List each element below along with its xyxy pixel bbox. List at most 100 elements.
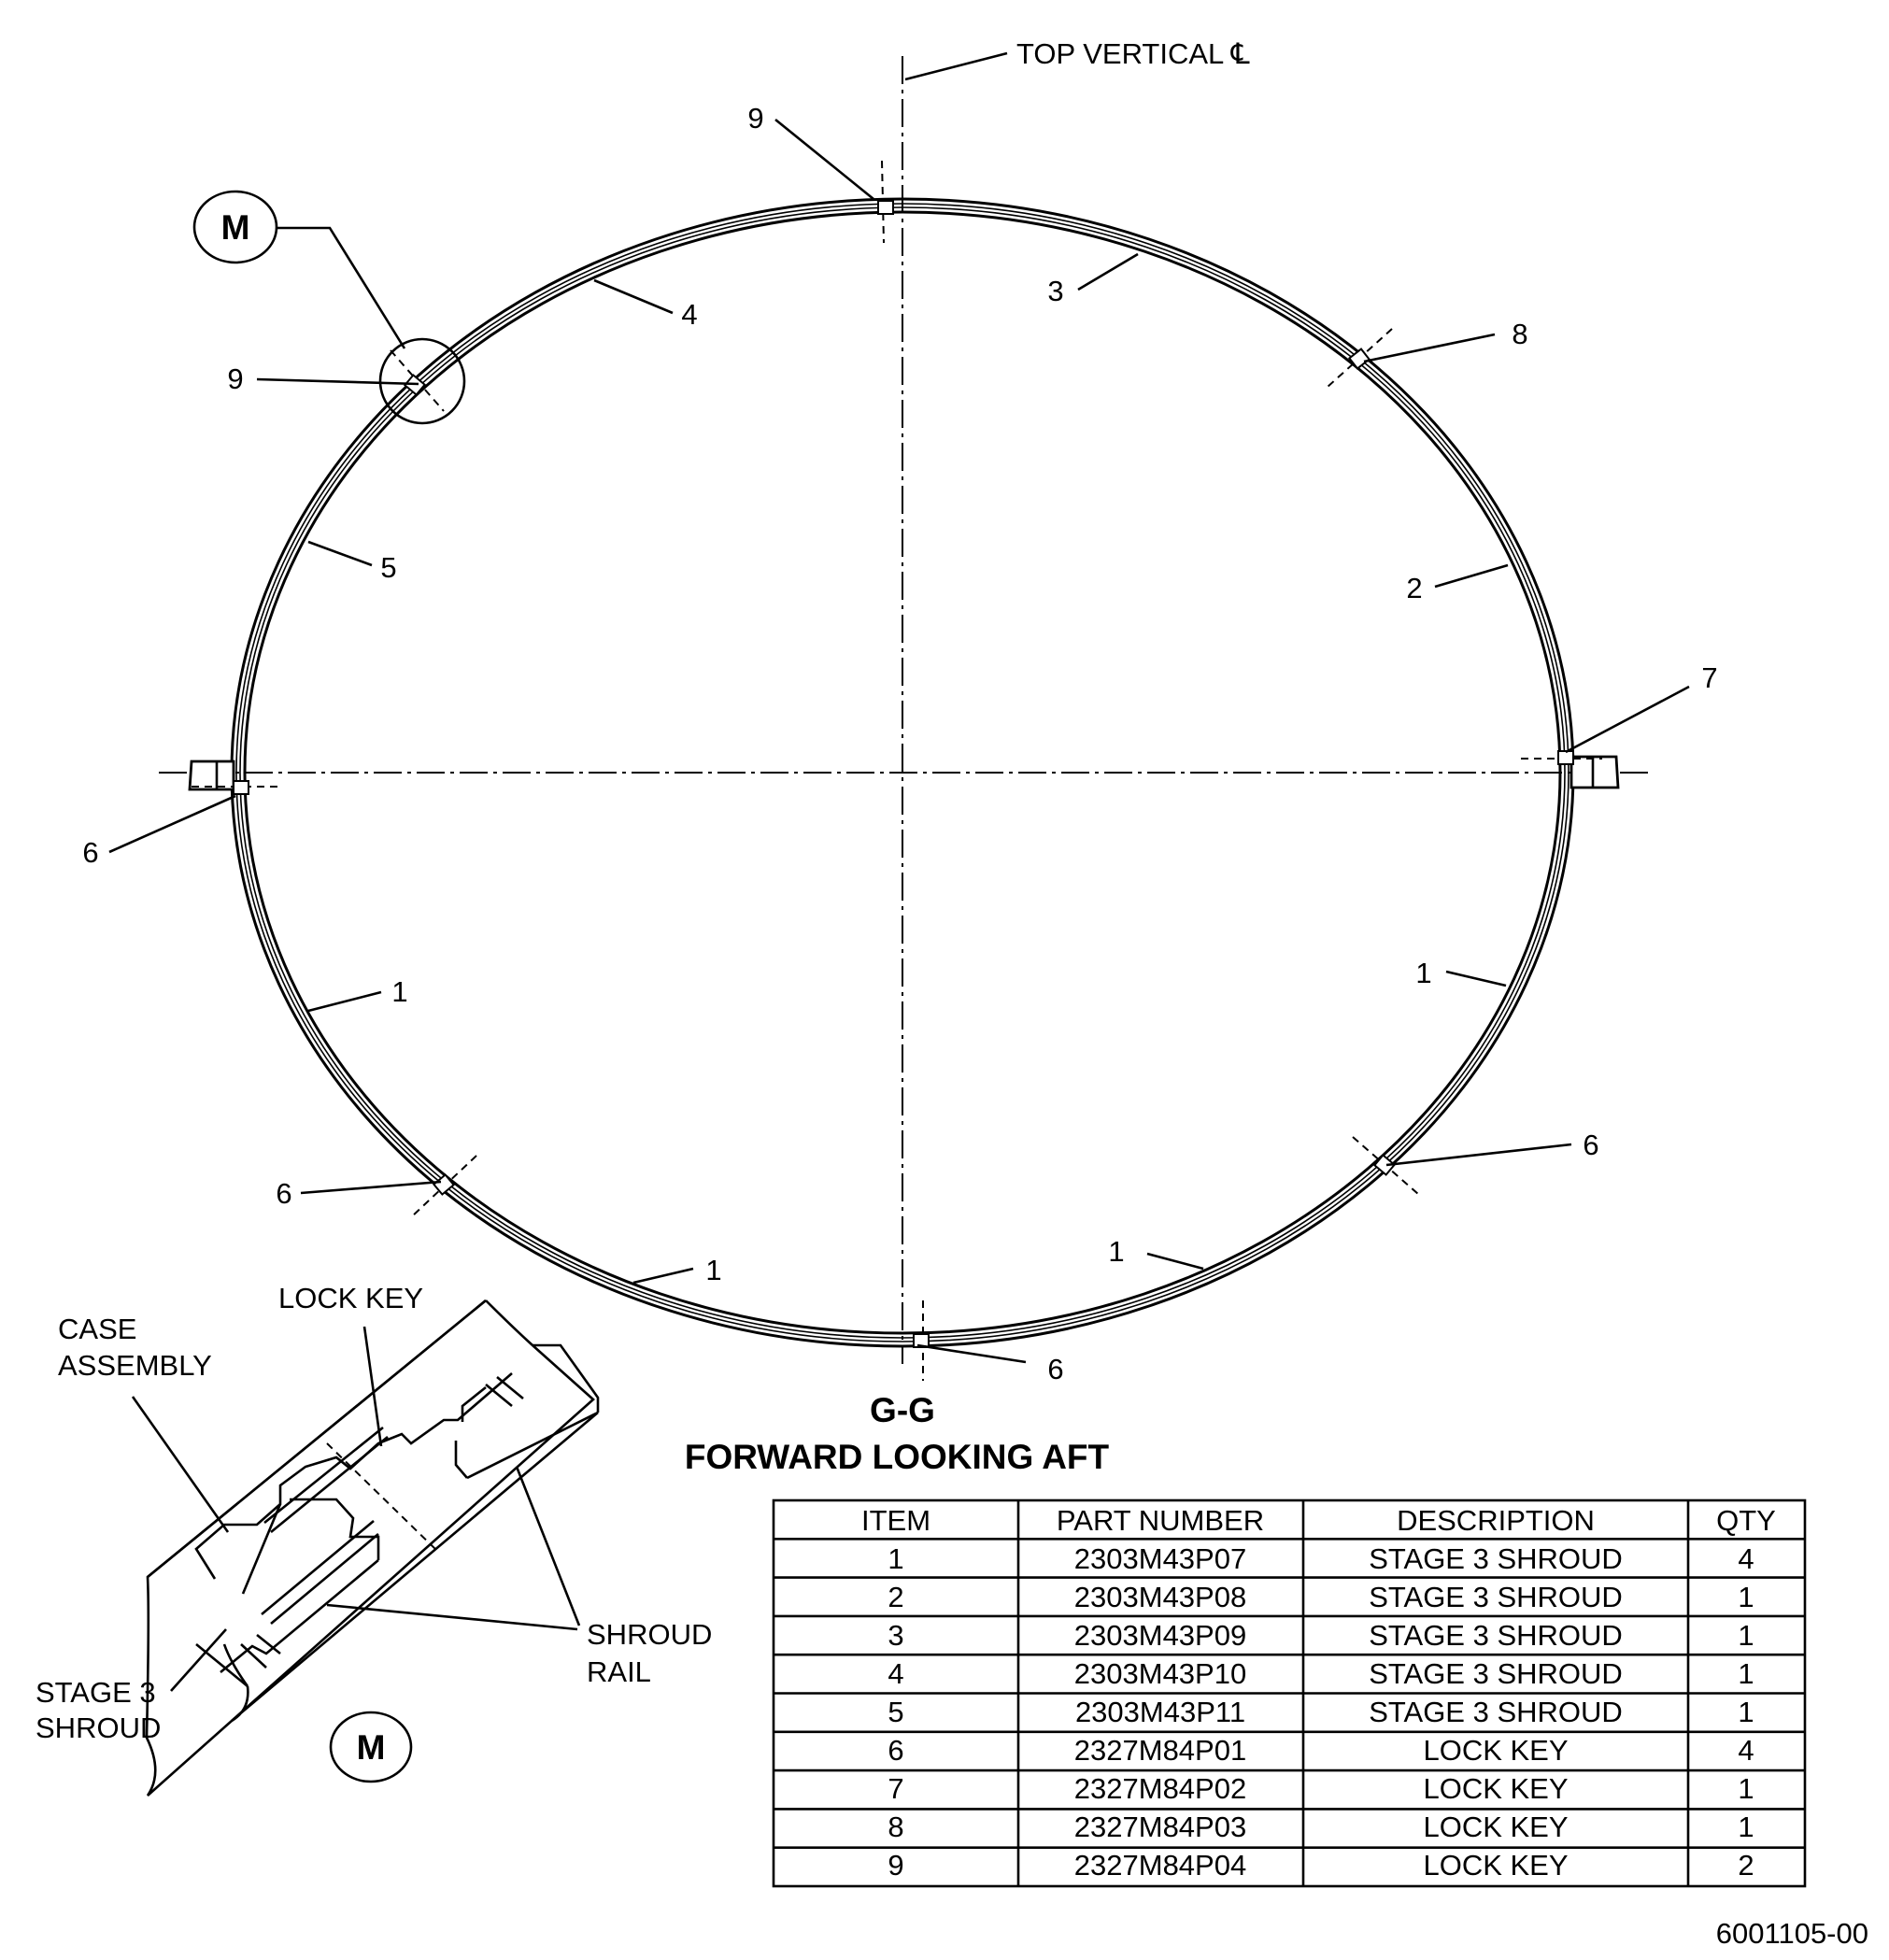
svg-text:1: 1 bbox=[1108, 1235, 1124, 1268]
lock-key-label: LOCK KEY bbox=[278, 1282, 423, 1314]
shroud-rail-leader-b bbox=[326, 1603, 578, 1631]
right-lug bbox=[1569, 755, 1620, 789]
svg-text:9: 9 bbox=[747, 102, 763, 135]
detail-bubble-main-text: M bbox=[221, 208, 250, 247]
table-row: 7 2327M84P02 LOCK KEY 1 bbox=[888, 1772, 1754, 1805]
case-assembly-label-2: ASSEMBLY bbox=[58, 1349, 212, 1382]
svg-text:2327M84P02: 2327M84P02 bbox=[1074, 1772, 1246, 1805]
svg-text:1: 1 bbox=[1415, 957, 1431, 989]
detail-bubble-view bbox=[329, 1711, 413, 1783]
svg-text:6: 6 bbox=[276, 1177, 291, 1210]
svg-text:STAGE 3 SHROUD: STAGE 3 SHROUD bbox=[1369, 1696, 1623, 1728]
svg-text:PART NUMBER: PART NUMBER bbox=[1057, 1504, 1264, 1537]
svg-text:2303M43P11: 2303M43P11 bbox=[1075, 1696, 1245, 1728]
svg-text:LOCK KEY: LOCK KEY bbox=[1423, 1811, 1568, 1843]
svg-text:4: 4 bbox=[888, 1657, 903, 1690]
table-row: 6 2327M84P01 LOCK KEY 4 bbox=[888, 1734, 1754, 1767]
callout-9-top: 9 bbox=[747, 102, 874, 201]
key-marker-6-bottom bbox=[913, 1300, 930, 1381]
svg-text:8: 8 bbox=[1512, 318, 1527, 350]
svg-text:STAGE 3 SHROUD: STAGE 3 SHROUD bbox=[1369, 1619, 1623, 1652]
detail-bubble-leader bbox=[277, 226, 406, 349]
shroud-rail-leader-a bbox=[515, 1466, 581, 1626]
svg-text:1: 1 bbox=[1738, 1772, 1754, 1805]
svg-text:1: 1 bbox=[888, 1542, 903, 1575]
svg-text:4: 4 bbox=[1738, 1542, 1754, 1575]
table-row: 9 2327M84P04 LOCK KEY 2 bbox=[888, 1849, 1754, 1882]
detail-bubble-main bbox=[192, 190, 278, 264]
svg-text:3: 3 bbox=[888, 1619, 903, 1652]
svg-text:6: 6 bbox=[1583, 1129, 1598, 1161]
key-marker-6-left bbox=[192, 780, 280, 795]
case-assembly-leader bbox=[131, 1396, 230, 1533]
callout-2: 2 bbox=[1406, 563, 1509, 604]
svg-text:STAGE 3 SHROUD: STAGE 3 SHROUD bbox=[1369, 1542, 1623, 1575]
svg-text:5: 5 bbox=[380, 551, 396, 584]
callout-6-bottom: 6 bbox=[916, 1343, 1064, 1385]
shroud-rail-label-1: SHROUD bbox=[587, 1618, 712, 1651]
svg-text:1: 1 bbox=[1738, 1581, 1754, 1613]
detail-circle bbox=[378, 337, 466, 425]
stage3-shroud-label-1: STAGE 3 bbox=[36, 1676, 156, 1709]
svg-text:LOCK KEY: LOCK KEY bbox=[1423, 1734, 1568, 1767]
svg-text:1: 1 bbox=[391, 975, 407, 1008]
lock-key-leader bbox=[362, 1326, 383, 1447]
table-row: 1 2303M43P07 STAGE 3 SHROUD 4 bbox=[888, 1542, 1754, 1575]
callout-8: 8 bbox=[1363, 318, 1528, 363]
table-row: 5 2303M43P11 STAGE 3 SHROUD 1 bbox=[888, 1696, 1754, 1728]
figure-number: 6001105-00 bbox=[1716, 1917, 1868, 1950]
svg-text:7: 7 bbox=[1701, 661, 1717, 694]
svg-text:6: 6 bbox=[1047, 1353, 1063, 1385]
svg-text:9: 9 bbox=[227, 362, 243, 395]
svg-text:6: 6 bbox=[82, 836, 98, 869]
svg-text:7: 7 bbox=[888, 1772, 903, 1805]
svg-text:2327M84P03: 2327M84P03 bbox=[1074, 1811, 1246, 1843]
key-marker-6-right bbox=[1352, 1136, 1419, 1195]
svg-text:4: 4 bbox=[1738, 1734, 1754, 1767]
svg-text:STAGE 3 SHROUD: STAGE 3 SHROUD bbox=[1369, 1581, 1623, 1613]
view-subtitle: FORWARD LOOKING AFT bbox=[685, 1438, 1110, 1476]
svg-text:3: 3 bbox=[1047, 275, 1063, 307]
svg-text:ITEM: ITEM bbox=[861, 1504, 930, 1537]
stage3-shroud-label-2: SHROUD bbox=[36, 1711, 161, 1744]
svg-text:2303M43P10: 2303M43P10 bbox=[1074, 1657, 1246, 1690]
svg-text:9: 9 bbox=[888, 1849, 903, 1882]
svg-text:2327M84P04: 2327M84P04 bbox=[1074, 1849, 1246, 1882]
view-title: G-G bbox=[870, 1391, 935, 1429]
main-view: TOP VERTICAL ℄ bbox=[82, 37, 1717, 1476]
svg-text:2: 2 bbox=[888, 1581, 903, 1613]
detail-bubble-view-text: M bbox=[357, 1728, 386, 1767]
stage3-shroud-leader bbox=[170, 1628, 227, 1692]
centerline-leader bbox=[904, 51, 1008, 81]
svg-text:QTY: QTY bbox=[1716, 1504, 1776, 1537]
table-header: ITEM PART NUMBER DESCRIPTION QTY bbox=[861, 1504, 1776, 1537]
parts-table: ITEM PART NUMBER DESCRIPTION QTY 1 2303M… bbox=[772, 1498, 1807, 1888]
svg-text:LOCK KEY: LOCK KEY bbox=[1423, 1772, 1568, 1805]
table-row: 3 2303M43P09 STAGE 3 SHROUD 1 bbox=[888, 1619, 1754, 1652]
callout-1-right: 1 bbox=[1415, 957, 1507, 989]
table-row: 2 2303M43P08 STAGE 3 SHROUD 1 bbox=[888, 1581, 1754, 1613]
left-lug bbox=[188, 760, 235, 791]
centerline-label: TOP VERTICAL ℄ bbox=[1016, 37, 1250, 70]
table-row: 4 2303M43P10 STAGE 3 SHROUD 1 bbox=[888, 1657, 1754, 1690]
svg-text:2303M43P07: 2303M43P07 bbox=[1074, 1542, 1246, 1575]
svg-text:4: 4 bbox=[681, 298, 697, 331]
svg-text:2327M84P01: 2327M84P01 bbox=[1074, 1734, 1246, 1767]
svg-text:1: 1 bbox=[1738, 1696, 1754, 1728]
key-marker-6-lowleft bbox=[410, 1155, 477, 1218]
svg-text:LOCK KEY: LOCK KEY bbox=[1423, 1849, 1568, 1882]
key-marker-8 bbox=[1326, 328, 1393, 389]
detail-view: CASE ASSEMBLY LOCK KEY SHROUD RAIL STAGE… bbox=[36, 1282, 712, 1797]
svg-text:1: 1 bbox=[1738, 1619, 1754, 1652]
svg-text:2: 2 bbox=[1406, 572, 1422, 604]
svg-text:1: 1 bbox=[705, 1254, 721, 1286]
callout-6-lowleft: 6 bbox=[276, 1177, 442, 1210]
case-assembly-label-1: CASE bbox=[58, 1313, 136, 1345]
svg-text:1: 1 bbox=[1738, 1811, 1754, 1843]
callout-7: 7 bbox=[1565, 661, 1718, 754]
svg-text:2303M43P08: 2303M43P08 bbox=[1074, 1581, 1246, 1613]
callout-3: 3 bbox=[1047, 252, 1139, 307]
callout-6-left: 6 bbox=[82, 794, 236, 869]
callout-1-bottomleft: 1 bbox=[632, 1254, 722, 1286]
key-marker-top bbox=[877, 160, 894, 244]
